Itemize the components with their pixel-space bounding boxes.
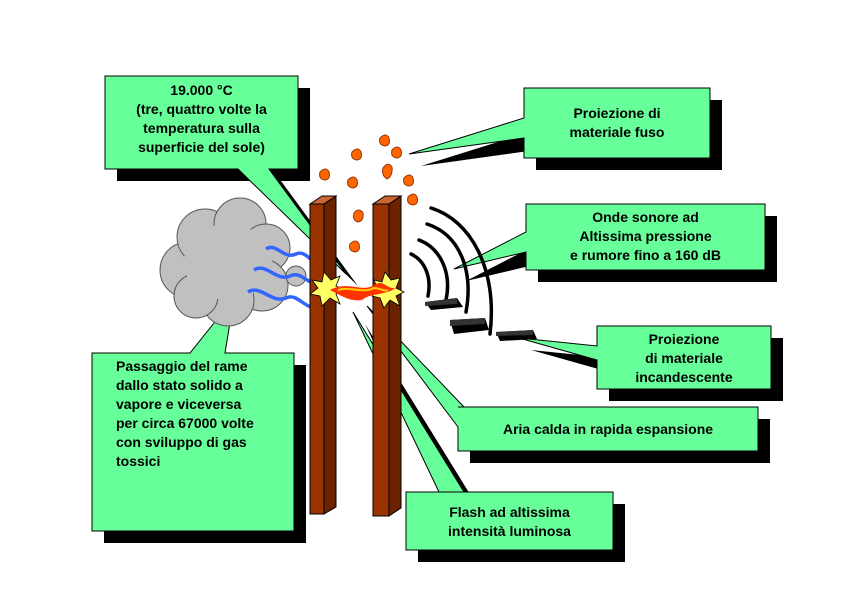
temperature-line-3: temperatura sulla <box>143 120 260 136</box>
molten-callout-shape <box>408 87 722 170</box>
copper-line-6: tossici <box>116 453 161 469</box>
incandescent-fragments <box>425 298 537 341</box>
molten-line-2: materiale fuso <box>569 124 665 140</box>
sound-label: Onde sonore ad Altissima pressione e rum… <box>526 208 765 265</box>
flash-line-2: intensità luminosa <box>448 523 571 539</box>
right-pole <box>371 195 403 517</box>
incandescent-line-1: Proiezione <box>648 331 720 347</box>
temperature-line-2: (tre, quattro volte la <box>136 101 267 117</box>
copper-line-1: Passaggio del rame <box>116 358 248 374</box>
temperature-label: 19.000 °C (tre, quattro volte la tempera… <box>105 81 298 157</box>
molten-droplets <box>319 134 418 253</box>
smoke-cloud <box>159 197 307 327</box>
sound-callout-shape <box>453 203 777 282</box>
incandescent-label: Proiezione di materiale incandescente <box>597 330 771 387</box>
flash-callout-shape <box>352 311 625 562</box>
sound-waves <box>409 206 493 336</box>
molten-label: Proiezione di materiale fuso <box>524 104 710 142</box>
air-label: Aria calda in rapida espansione <box>458 420 758 439</box>
copper-line-3: vapore e viceversa <box>116 396 242 412</box>
sound-line-2: Altissima pressione <box>579 228 712 244</box>
molten-line-1: Proiezione di <box>573 105 661 121</box>
air-callout-shape <box>366 305 770 463</box>
copper-line-2: dallo stato solido a <box>116 377 243 393</box>
incandescent-callout-shape <box>518 325 783 401</box>
sound-line-1: Onde sonore ad <box>592 209 699 225</box>
flash-line-1: Flash ad altissima <box>449 504 570 520</box>
copper-line-5: con sviluppo di gas <box>116 434 247 450</box>
temperature-line-1: 19.000 °C <box>170 82 233 98</box>
electric-arc <box>309 271 405 309</box>
incandescent-line-2: di materiale <box>645 350 723 366</box>
air-line-1: Aria calda in rapida espansione <box>502 421 714 437</box>
temperature-line-4: superficie del sole) <box>138 139 265 155</box>
copper-line-4: per circa 67000 volte <box>116 415 254 431</box>
copper-label: Passaggio del rame dallo stato solido a … <box>116 357 278 471</box>
incandescent-line-3: incandescente <box>635 369 733 385</box>
sound-line-3: e rumore fino a 160 dB <box>570 247 721 263</box>
copper-callout-shape <box>91 296 306 543</box>
left-pole <box>308 195 338 515</box>
temperature-callout-shape <box>104 75 358 286</box>
flash-label: Flash ad altissima intensità luminosa <box>406 503 613 541</box>
